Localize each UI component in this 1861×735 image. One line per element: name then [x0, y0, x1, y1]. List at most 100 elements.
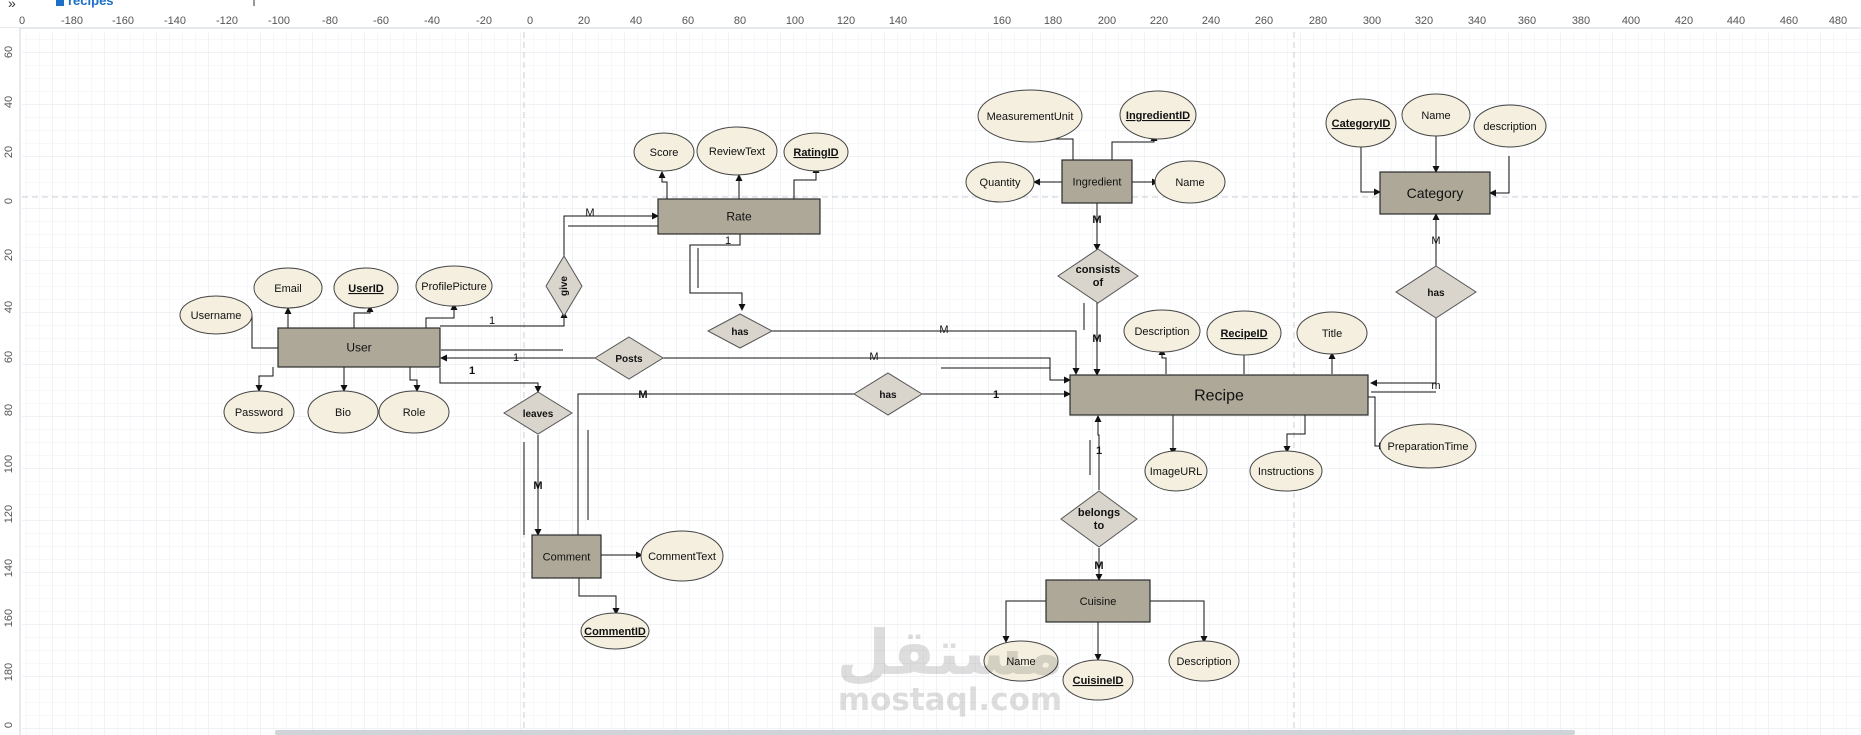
- entity-label: Recipe: [1194, 388, 1244, 405]
- attribute-userid[interactable]: UserID: [333, 267, 399, 309]
- attribute-label: Bio: [335, 407, 351, 419]
- attribute-username[interactable]: Username: [179, 295, 253, 335]
- entity-recipe[interactable]: Recipe: [1069, 374, 1369, 416]
- attribute-score[interactable]: Score: [633, 132, 695, 172]
- relationship-category-has[interactable]: has: [1395, 265, 1477, 319]
- attribute-label: ImageURL: [1150, 466, 1203, 478]
- attribute-cuisine-name[interactable]: Name: [983, 640, 1059, 682]
- attribute-imageurl[interactable]: ImageURL: [1144, 450, 1208, 492]
- ruler-tick-label: 80: [734, 15, 746, 27]
- attribute-bio[interactable]: Bio: [307, 390, 379, 434]
- relationship-posts[interactable]: Posts: [594, 336, 664, 380]
- attribute-category-description[interactable]: description: [1473, 104, 1547, 148]
- tab-icon: [56, 0, 64, 6]
- attribute-label: CommentID: [584, 626, 646, 638]
- attribute-label: Name: [1006, 656, 1035, 668]
- attribute-label: CommentText: [648, 551, 716, 563]
- attribute-role[interactable]: Role: [378, 390, 450, 434]
- relationship-leaves[interactable]: leaves: [503, 391, 573, 435]
- entity-cuisine[interactable]: Cuisine: [1045, 579, 1151, 623]
- attribute-commentid[interactable]: CommentID: [580, 612, 650, 650]
- entity-label: Comment: [543, 551, 591, 563]
- ruler-tick-label: 40: [3, 301, 15, 313]
- ruler-tick-label: 160: [3, 609, 15, 627]
- attribute-label: RatingID: [793, 147, 838, 159]
- ruler-tick-label: 260: [1255, 15, 1273, 27]
- attribute-label: description: [1483, 121, 1536, 133]
- attribute-ingredient-name[interactable]: Name: [1154, 160, 1226, 204]
- tab-recipes[interactable]: recipes: [68, 0, 114, 8]
- ruler-tick-label: 460: [1780, 15, 1798, 27]
- attribute-recipe-description[interactable]: Description: [1123, 309, 1201, 353]
- attribute-profilepicture[interactable]: ProfilePicture: [415, 265, 493, 307]
- entities: UserRateIngredientCategoryRecipeCommentC…: [277, 159, 1491, 623]
- entity-label: Ingredient: [1073, 176, 1122, 188]
- relationship-give[interactable]: give: [545, 255, 583, 317]
- ruler-tick-label: 40: [630, 15, 642, 27]
- attribute-cuisine-description[interactable]: Description: [1168, 640, 1240, 682]
- cardinality-give-1: 1: [489, 315, 495, 327]
- cardinality-ratehas-m: M: [939, 324, 948, 336]
- attribute-ratingid[interactable]: RatingID: [783, 132, 849, 172]
- relationship-label: has: [879, 390, 897, 401]
- ruler-tick-label: 120: [3, 505, 15, 523]
- relationship-label: has: [1427, 288, 1445, 299]
- entity-ingredient[interactable]: Ingredient: [1061, 159, 1133, 204]
- attribute-measurementunit[interactable]: MeasurementUnit: [977, 89, 1083, 143]
- attribute-label: Username: [191, 310, 242, 322]
- attribute-label: ProfilePicture: [421, 281, 486, 293]
- attribute-recipeid[interactable]: RecipeID: [1206, 310, 1282, 356]
- relationship-label: Posts: [615, 354, 643, 365]
- attribute-password[interactable]: Password: [223, 390, 295, 434]
- attribute-label: CuisineID: [1073, 675, 1124, 687]
- ruler-tick-label: 340: [1468, 15, 1486, 27]
- relationship-rate-has[interactable]: has: [706, 313, 774, 349]
- ruler-tick-label: 140: [3, 559, 15, 577]
- attribute-quantity[interactable]: Quantity: [965, 161, 1035, 203]
- entity-comment[interactable]: Comment: [531, 534, 602, 579]
- attribute-label: ReviewText: [709, 146, 765, 158]
- entity-label: Cuisine: [1080, 596, 1117, 608]
- cardinality-user-1: 1: [469, 365, 475, 377]
- attribute-reviewtext[interactable]: ReviewText: [696, 126, 778, 176]
- entity-rate[interactable]: Rate: [657, 198, 821, 235]
- attribute-ingredientid[interactable]: IngredientID: [1119, 90, 1197, 140]
- ruler-tick-label: -20: [476, 15, 492, 27]
- attribute-preparationtime[interactable]: PreparationTime: [1379, 423, 1477, 469]
- entity-category[interactable]: Category: [1379, 171, 1491, 215]
- attribute-cuisineid[interactable]: CuisineID: [1062, 659, 1134, 701]
- nav-back-icon[interactable]: »: [8, 0, 16, 11]
- attribute-label: MeasurementUnit: [987, 111, 1074, 123]
- entity-user[interactable]: User: [277, 327, 441, 368]
- attribute-label: Email: [274, 283, 302, 295]
- ruler-tick-label: 300: [1363, 15, 1381, 27]
- attribute-title[interactable]: Title: [1296, 311, 1368, 355]
- ruler-tick-label: 20: [578, 15, 590, 27]
- entity-label: User: [346, 341, 371, 355]
- entity-label: Rate: [726, 210, 752, 224]
- horizontal-scrollbar[interactable]: [275, 730, 1575, 735]
- ruler-tick-label: 180: [1044, 15, 1062, 27]
- attribute-email[interactable]: Email: [253, 267, 323, 309]
- ruler-tick-label: 40: [3, 96, 15, 108]
- attribute-label: PreparationTime: [1388, 441, 1469, 453]
- attribute-commenttext[interactable]: CommentText: [640, 530, 724, 582]
- ruler-tick-label: 120: [837, 15, 855, 27]
- cardinality-posts-1: 1: [513, 352, 519, 364]
- attribute-category-name[interactable]: Name: [1401, 93, 1471, 137]
- attribute-categoryid[interactable]: CategoryID: [1325, 98, 1397, 148]
- ruler-tick-label: 420: [1675, 15, 1693, 27]
- attribute-instructions[interactable]: Instructions: [1249, 450, 1323, 492]
- relationship-comment-has[interactable]: has: [853, 372, 923, 416]
- cardinality-ingredient-m: M: [1092, 214, 1101, 226]
- ruler-tick-label: -180: [61, 15, 83, 27]
- ruler-tick-label: 0: [19, 15, 25, 27]
- attribute-label: UserID: [348, 283, 384, 295]
- grid-background: [22, 32, 1861, 735]
